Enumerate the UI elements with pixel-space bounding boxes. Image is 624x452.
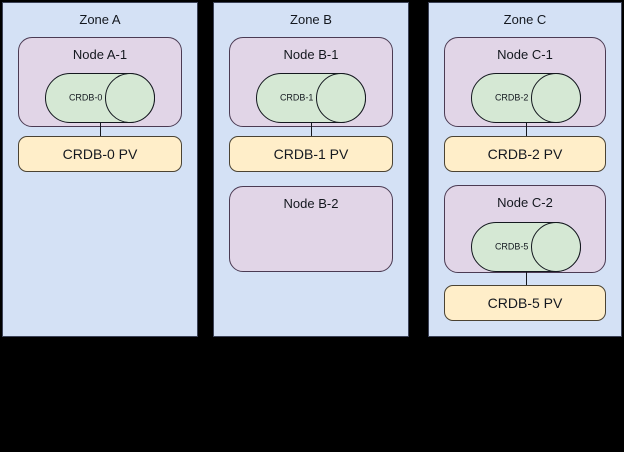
node-title: Node B-1 [283, 47, 339, 62]
persistent-volume-label: CRDB-5 PV [487, 294, 563, 311]
node-to-pv-connector [311, 123, 312, 136]
database-cylinder: CRDB-0 [45, 73, 155, 123]
persistent-volume-box: CRDB-5 PV [444, 285, 606, 321]
database-cylinder: CRDB-2 [471, 73, 581, 123]
node-title: Node B-2 [283, 196, 339, 211]
cylinder-shape-icon [471, 222, 581, 272]
node-title: Node A-1 [72, 47, 128, 62]
persistent-volume-label: CRDB-0 PV [62, 145, 138, 162]
persistent-volume-label: CRDB-2 PV [487, 145, 563, 162]
persistent-volume-box: CRDB-2 PV [444, 136, 606, 172]
node-to-pv-connector [526, 272, 527, 285]
cylinder-shape-icon [45, 73, 155, 123]
persistent-volume-box: CRDB-0 PV [18, 136, 182, 172]
node-title: Node C-1 [497, 47, 553, 62]
database-cylinder: CRDB-1 [256, 73, 366, 123]
persistent-volume-box: CRDB-1 PV [229, 136, 393, 172]
cylinder-shape-icon [256, 73, 366, 123]
node-container: Node B-2 [229, 186, 393, 272]
node-title: Node C-2 [497, 195, 553, 210]
zone-title: Zone B [290, 12, 332, 27]
zone-title: Zone C [503, 12, 547, 27]
node-to-pv-connector [526, 123, 527, 136]
cylinder-shape-icon [471, 73, 581, 123]
persistent-volume-label: CRDB-1 PV [273, 145, 349, 162]
node-to-pv-connector [100, 123, 101, 136]
zone-title: Zone A [79, 12, 121, 27]
database-cylinder: CRDB-5 [471, 222, 581, 272]
